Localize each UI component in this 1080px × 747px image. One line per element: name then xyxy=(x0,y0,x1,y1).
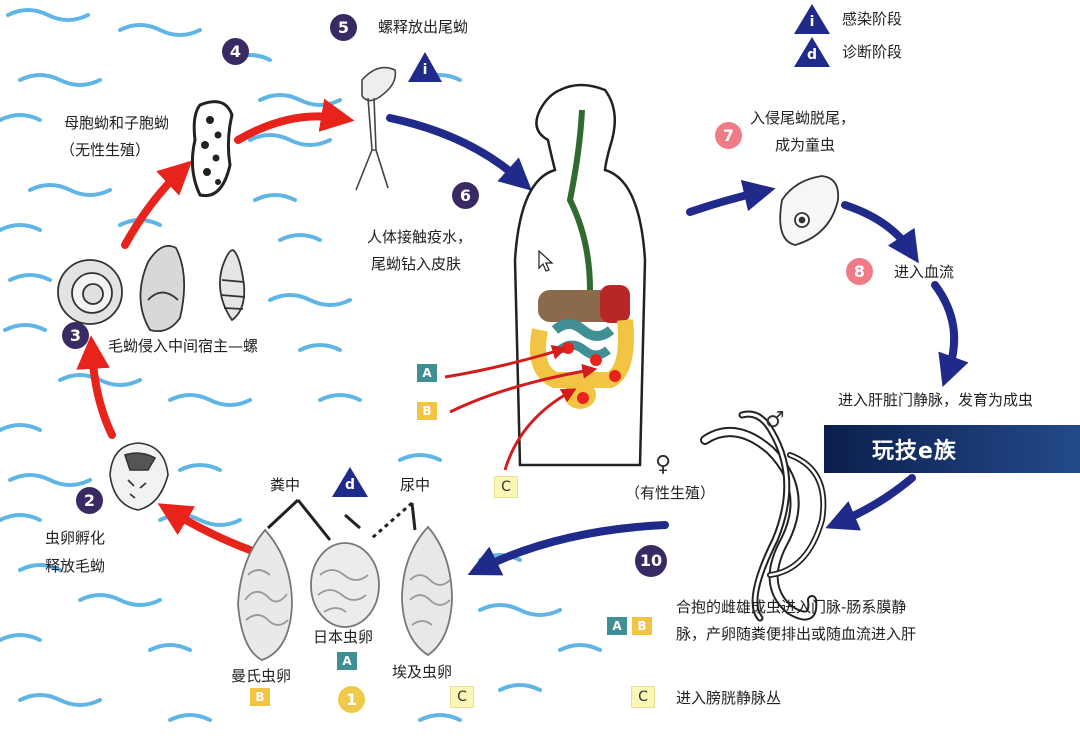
female-symbol: ♀ xyxy=(655,452,672,477)
egg-mansoni-drawing xyxy=(237,528,293,661)
step-10-badge: 10 xyxy=(635,545,667,577)
egg-mansoni-label: 曼氏虫卵 xyxy=(231,667,292,685)
step-5-badge: 5 xyxy=(330,14,357,41)
mouse-cursor-icon xyxy=(538,250,554,272)
legend-diagnostic-marker: d xyxy=(795,38,829,68)
legend-infective-letter: i xyxy=(809,14,815,30)
sporocyst-drawing xyxy=(190,100,234,198)
enter-blood-label: 进入血流 xyxy=(894,263,955,281)
arrow-miracidium-to-snail xyxy=(76,335,116,439)
in-urine-label: 尿中 xyxy=(400,476,431,494)
cercariae-release-label: 螺释放出尾蚴 xyxy=(378,18,469,36)
watermark-text: 玩技e族 xyxy=(872,439,957,464)
cercaria-drawing xyxy=(355,66,397,191)
male-symbol: ♂ xyxy=(765,408,785,433)
tag-a-japonicum: A xyxy=(337,652,357,670)
legend-diagnostic-letter: d xyxy=(806,47,818,63)
egg-japonicum-drawing xyxy=(310,542,380,628)
step-1-badge: 1 xyxy=(338,686,365,713)
human-contact-label-line2: 尾蚴钻入皮肤 xyxy=(371,255,462,273)
miracidia-penetrate-label: 毛蚴侵入中间宿主—螺 xyxy=(108,337,259,355)
tag-b-mansoni: B xyxy=(250,688,270,706)
sporocysts-label-line1: 母胞蚴和子胞蚴 xyxy=(64,114,170,132)
human-contact-label-line1: 人体接触疫水， xyxy=(367,228,473,246)
bladder-venous-plexus-label: 进入膀胱静脉丛 xyxy=(676,689,782,707)
portal-vein-label: 进入肝脏门静脉，发育为成虫 xyxy=(838,391,1034,409)
watermark-banner: 玩技e族 xyxy=(824,425,1080,473)
arrow-schistosomulum-to-blood xyxy=(841,201,919,264)
arrow-sporocyst-to-cercaria xyxy=(234,98,355,144)
red-cycle-arrows xyxy=(76,98,355,554)
egg-diagnostic-triangle-icon xyxy=(332,467,368,497)
arrow-liver-to-adults xyxy=(825,474,916,531)
sporocysts-label-line2: （无性生殖） xyxy=(60,141,151,159)
arrow-egg-to-miracidium xyxy=(157,503,254,554)
egg-haematobium-label: 埃及虫卵 xyxy=(392,663,453,681)
sexual-reproduction-label: （有性生殖） xyxy=(625,484,716,502)
legend-diagnostic-label: 诊断阶段 xyxy=(842,43,903,61)
step-2-badge: 2 xyxy=(76,487,103,514)
tag-c-haematobium: C xyxy=(450,686,474,708)
navy-cycle-arrows xyxy=(386,114,969,576)
step-3-badge: 3 xyxy=(62,322,89,349)
tag-c-bladder: C xyxy=(631,686,655,708)
stool-urine-pointer-lines xyxy=(266,498,417,541)
paired-adults-label-line1: 合抱的雌雄成虫进入门脉-肠系膜静 xyxy=(676,598,907,616)
arrow-blood-to-liver xyxy=(931,281,969,388)
cercaria-infective-marker: i xyxy=(408,53,442,83)
tag-a-paired: A xyxy=(607,617,627,635)
arrow-human-to-schistosomulum xyxy=(686,179,776,216)
step-7-badge: 7 xyxy=(715,122,742,149)
miracidium-drawing xyxy=(109,442,169,511)
in-feces-label: 粪中 xyxy=(270,476,301,494)
arrow-snail-to-sporocyst xyxy=(121,160,193,249)
tag-c-human: C xyxy=(494,476,518,498)
hatch-label-line1: 虫卵孵化 xyxy=(45,529,106,547)
egg-diagnostic-marker: d xyxy=(333,468,367,498)
snail-hosts-drawing xyxy=(57,244,246,333)
legend-infective-triangle-icon xyxy=(794,4,830,34)
paired-adults-label-line2: 脉，产卵随粪便排出或随血流进入肝 xyxy=(676,625,917,643)
tag-b-paired: B xyxy=(632,617,652,635)
arrow-cercaria-to-human xyxy=(386,114,532,191)
step-4-badge: 4 xyxy=(222,38,249,65)
cercaria-infective-triangle-icon xyxy=(408,52,442,82)
legend-diagnostic-triangle-icon xyxy=(794,37,830,67)
step-8-badge: 8 xyxy=(846,258,873,285)
legend-infective-marker: i xyxy=(795,5,829,35)
egg-japonicum-label: 日本虫卵 xyxy=(313,628,374,646)
step-6-badge: 6 xyxy=(452,182,479,209)
tag-b-human: B xyxy=(417,402,437,420)
cercaria-infective-letter: i xyxy=(422,62,428,78)
egg-diagnostic-letter: d xyxy=(344,477,356,493)
lose-tail-label-line2: 成为童虫 xyxy=(775,136,836,154)
hatch-label-line2: 释放毛蚴 xyxy=(45,557,106,575)
human-body-drawing xyxy=(513,83,647,467)
schistosomulum-drawing xyxy=(779,175,840,246)
arrow-adults-to-eggs xyxy=(467,521,669,576)
tag-pointer-arrows xyxy=(444,344,598,471)
lose-tail-label-line1: 入侵尾蚴脱尾， xyxy=(750,109,856,127)
egg-haematobium-drawing xyxy=(401,525,453,657)
adult-worms-drawing xyxy=(700,410,827,622)
legend-infective-label: 感染阶段 xyxy=(842,10,903,28)
tag-a-human: A xyxy=(417,364,437,382)
